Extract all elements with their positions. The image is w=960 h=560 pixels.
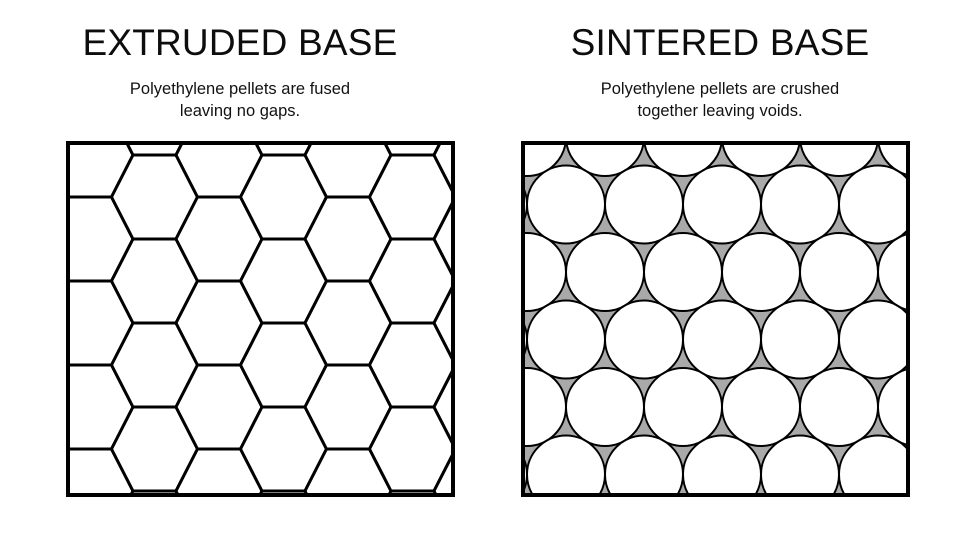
subtitle-line-1: Polyethylene pellets are crushed xyxy=(600,80,840,98)
pellet-fill xyxy=(566,368,644,446)
pellet-fill xyxy=(722,145,800,176)
pellet-outline xyxy=(838,299,906,380)
panel-subtitle-extruded: Polyethylene pellets are fused leaving n… xyxy=(75,78,405,122)
pellet-fill xyxy=(761,435,839,493)
hexagon-cell xyxy=(432,145,451,192)
pellet-fill xyxy=(839,435,906,493)
pellet-fill xyxy=(525,368,566,446)
pellet-fill xyxy=(839,300,906,379)
panel-extruded-base: EXTRUDED BASE Polyethylene pellets are f… xyxy=(66,22,455,497)
pellet-fill xyxy=(644,368,722,446)
subtitle-line-1: Polyethylene pellets are fused xyxy=(129,80,351,98)
pellet-fill xyxy=(761,300,839,379)
pellet-fill xyxy=(800,368,878,446)
pellet-fill xyxy=(527,435,605,493)
pellet-fill xyxy=(878,234,906,310)
circle-packing-svg xyxy=(525,145,906,493)
pellet-fill xyxy=(605,435,683,493)
pellet-outline xyxy=(721,145,801,177)
pellet-fill xyxy=(683,165,761,244)
hexagon-tiling-svg xyxy=(70,145,451,493)
pellet-fill xyxy=(566,145,644,176)
panel-title-extruded: EXTRUDED BASE xyxy=(82,22,398,63)
hexagon-cell xyxy=(432,202,451,276)
hexagon-cell xyxy=(432,370,451,444)
pellet-fill xyxy=(878,145,906,175)
pellet-fill xyxy=(525,145,566,176)
hexagon-cell xyxy=(432,454,451,493)
pellet-fill xyxy=(722,233,800,311)
pellet-fill xyxy=(683,435,761,493)
pellet-fill xyxy=(527,300,605,379)
pellet-fill xyxy=(525,233,566,311)
pellet-fill xyxy=(683,300,761,379)
pellet-fill xyxy=(878,369,906,445)
panel-subtitle-sintered: Polyethylene pellets are crushed togethe… xyxy=(555,78,885,122)
pellet-fill xyxy=(566,233,644,311)
pellet-fill xyxy=(722,368,800,446)
pellet-outline xyxy=(643,145,723,177)
pellet-fill xyxy=(605,165,683,244)
panel-title-sintered: SINTERED BASE xyxy=(570,22,870,63)
pellet-fill xyxy=(800,145,878,176)
pellet-fill xyxy=(527,165,605,244)
figure-circle-packing xyxy=(521,141,910,497)
pellet-outline xyxy=(838,434,906,493)
subtitle-line-2: leaving no gaps. xyxy=(179,102,301,120)
pellet-fill xyxy=(605,300,683,379)
pellet-outline xyxy=(877,368,906,446)
pellet-fill xyxy=(839,165,906,244)
figure-hexagon-tiling xyxy=(66,141,455,497)
pellet-fill xyxy=(644,233,722,311)
pellet-fill xyxy=(761,165,839,244)
pellet-outline xyxy=(877,233,906,311)
pellet-outline xyxy=(525,145,567,177)
pellet-outline xyxy=(799,145,879,177)
pellet-outline xyxy=(838,164,906,245)
subtitle-line-2: together leaving voids. xyxy=(637,102,803,120)
pellet-outline xyxy=(565,145,645,177)
panel-sintered-base: SINTERED BASE Polyethylene pellets are c… xyxy=(480,0,960,560)
pellet-fill xyxy=(644,145,722,176)
pellet-fill xyxy=(800,233,878,311)
hexagon-cell xyxy=(432,286,451,360)
